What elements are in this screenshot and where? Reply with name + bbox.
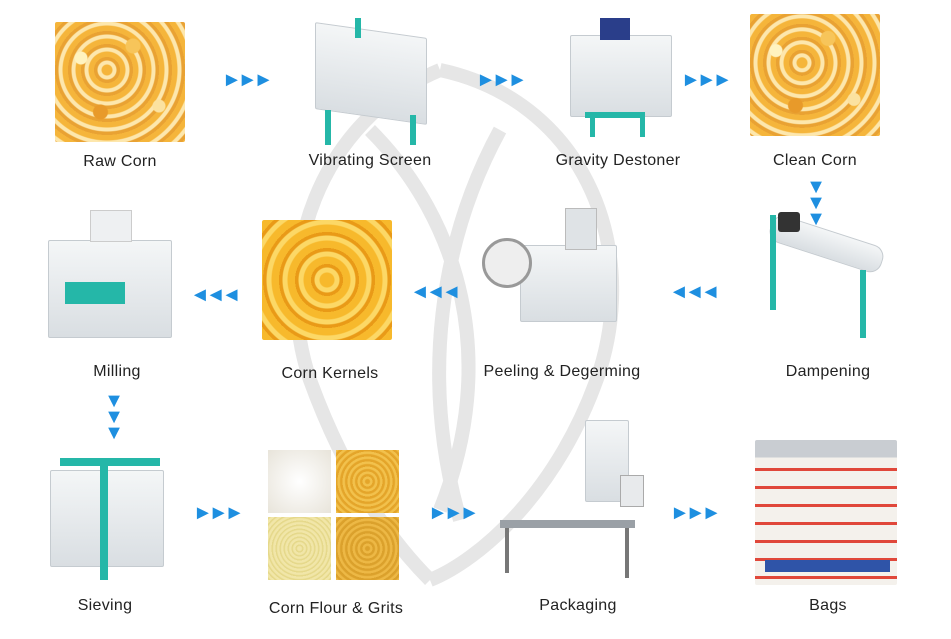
machine-fan [600,18,630,40]
machine-frame [60,458,160,466]
step-label-corn-flour-grits: Corn Flour & Grits [268,600,404,617]
corn-kernels-image [262,220,392,340]
raw-corn-image [55,22,185,142]
step-label-corn-kernels: Corn Kernels [281,365,379,382]
machine-leg [770,215,776,310]
step-label-bags: Bags [809,597,847,614]
machine-leg [410,115,416,145]
step-label-milling: Milling [93,363,141,380]
machine-leg [325,110,331,145]
arrow-down-icon: ▼▼▼ [103,390,125,438]
peeling-degerming-image [520,245,617,322]
arrow-right-icon: ►►► [670,502,721,524]
step-label-vibrating-screen: Vibrating Screen [308,152,432,169]
vibrating-screen-image [315,22,427,125]
step-label-clean-corn: Clean Corn [773,152,857,169]
arrow-right-icon: ►►► [222,69,273,91]
machine-wheel [482,238,532,288]
machine-leg [590,112,595,137]
step-label-gravity-destoner: Gravity Destoner [555,152,681,169]
machine-top [90,210,132,242]
machine-frame [100,458,108,580]
coarse-grits-tile [336,517,399,580]
pallet [765,560,890,572]
clean-corn-image [750,14,880,136]
arrow-right-icon: ►►► [476,69,527,91]
machine-panel [65,282,125,304]
machine-leg [505,528,509,573]
step-label-raw-corn: Raw Corn [83,153,157,170]
grits-tile [336,450,399,513]
arrow-right-icon: ►►► [428,502,479,524]
flour-tile [268,450,331,513]
arrow-left-icon: ◄◄◄ [669,281,720,303]
step-label-sieving: Sieving [77,597,133,614]
arrow-down-icon: ▼▼▼ [805,176,827,224]
machine-leg [860,270,866,338]
arrow-right-icon: ►►► [681,69,732,91]
step-label-peeling-degerming: Peeling & Degerming [483,363,641,380]
fine-grits-tile [268,517,331,580]
arrow-left-icon: ◄◄◄ [410,281,461,303]
machine-leg [625,528,629,578]
step-label-packaging: Packaging [539,597,617,614]
machine-frame [355,18,361,38]
gravity-destoner-image [570,35,672,117]
arrow-right-icon: ►►► [193,502,244,524]
step-label-dampening: Dampening [785,363,871,380]
control-box [620,475,644,507]
machine-frame [585,112,645,118]
machine-hopper [565,208,597,250]
conveyor [500,520,635,528]
machine-leg [640,112,645,137]
arrow-left-icon: ◄◄◄ [190,284,241,306]
motor [778,212,800,232]
